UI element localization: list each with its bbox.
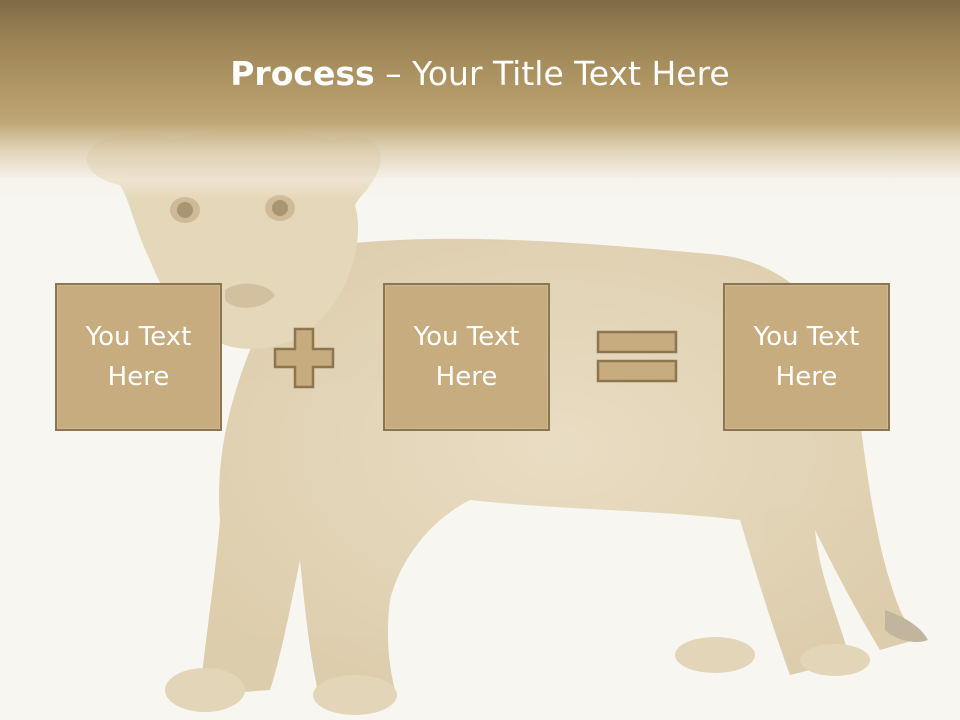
box-3-line-1: You Text [753, 322, 860, 352]
process-box-1[interactable]: You Text Here [55, 283, 222, 431]
box-3-line-2: Here [775, 362, 838, 392]
process-box-3[interactable]: You Text Here [723, 283, 890, 431]
slide-title: Process – Your Title Text Here [0, 52, 960, 96]
process-box-3-text: You Text Here [737, 317, 877, 397]
title-bold: Process [230, 54, 375, 93]
title-bar [0, 0, 960, 200]
box-1-line-1: You Text [85, 322, 192, 352]
process-box-2-text: You Text Here [397, 317, 537, 397]
equals-icon [596, 330, 678, 383]
plus-icon [273, 327, 335, 389]
process-box-2[interactable]: You Text Here [383, 283, 550, 431]
box-1-line-2: Here [107, 362, 170, 392]
process-box-1-text: You Text Here [69, 317, 209, 397]
title-rest: – Your Title Text Here [374, 54, 730, 93]
box-2-line-2: Here [435, 362, 498, 392]
box-2-line-1: You Text [413, 322, 520, 352]
